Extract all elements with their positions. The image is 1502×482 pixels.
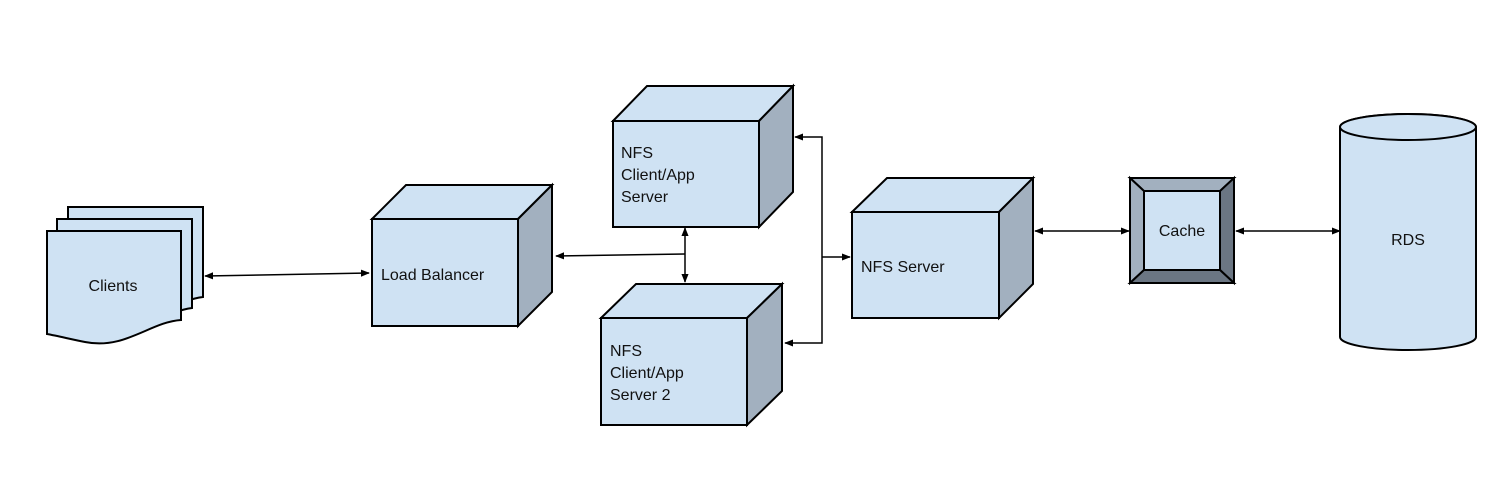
app-server-1-label-line-1: NFS (621, 145, 653, 162)
app-server-1-label-line-2: Client/App (621, 167, 695, 184)
app-server-1-label-line-3: Server (621, 189, 669, 206)
connector-app-servers-bus (784, 133, 823, 347)
load-balancer-label: Load Balancer (381, 267, 485, 284)
rds-label: RDS (1391, 232, 1425, 249)
clients-document-icon (46, 230, 182, 345)
rds-node: RDS (1339, 113, 1477, 351)
app-server-2-label-line-1: NFS (610, 343, 642, 360)
connector-clients-load-balancer (204, 269, 370, 280)
cache-label: Cache (1159, 223, 1205, 240)
load-balancer-node: Load Balancer (369, 182, 555, 329)
clients-label: Clients (89, 278, 138, 295)
nfs-server-label: NFS Server (861, 259, 945, 276)
app-server-2-node: NFS Client/App Server 2 (598, 281, 785, 428)
connector-load-balancer-junction (555, 252, 686, 260)
app-server-1-node: NFS Client/App Server (610, 83, 796, 230)
nfs-server-node: NFS Server (849, 175, 1036, 321)
app-server-2-label-line-2: Client/App (610, 365, 684, 382)
cache-node: Cache (1127, 175, 1237, 286)
app-server-2-label-line-3: Server 2 (610, 387, 671, 404)
connectors (204, 133, 1341, 347)
clients-node: Clients (46, 206, 204, 345)
